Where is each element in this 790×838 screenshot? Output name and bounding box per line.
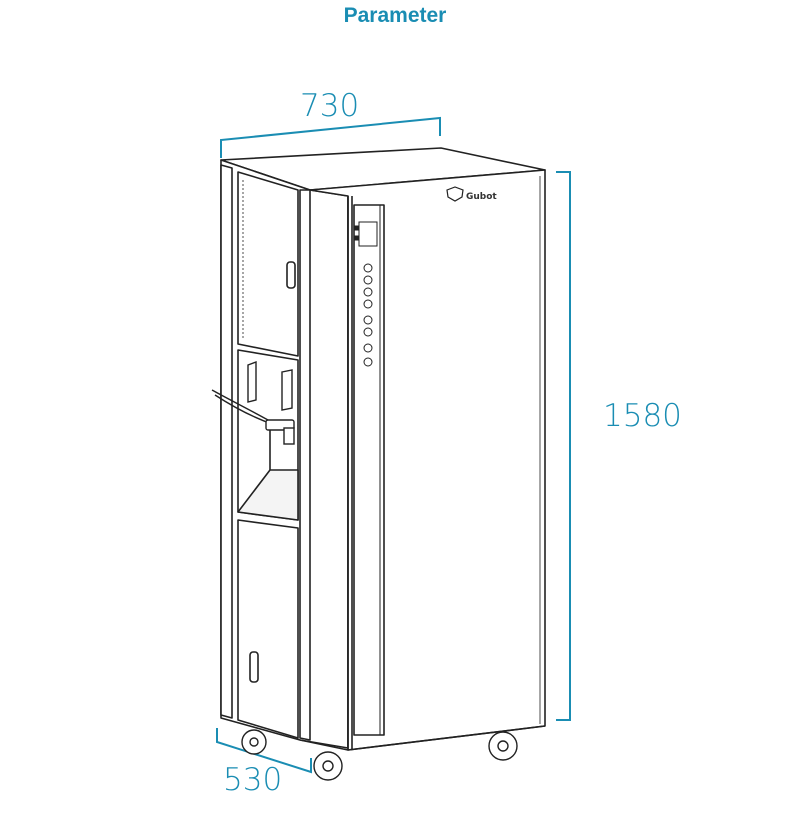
height-dimension-line [556,171,571,721]
height-dimension-label: 1580 [603,398,682,434]
shield-logo-icon [446,186,464,202]
caster-wheels [241,729,518,781]
depth-dimension-label: 530 [223,762,283,798]
water-dispenser-cabinet [220,147,546,751]
width-dimension-label: 730 [300,88,360,124]
brand-logo: Gubot [446,186,497,202]
control-panel [353,221,378,367]
width-dimension-line [220,116,441,158]
depth-dimension-line [216,728,312,774]
dispenser-taps [211,360,295,445]
page-title: Parameter [343,4,447,27]
brand-text: Gubot [466,192,497,202]
